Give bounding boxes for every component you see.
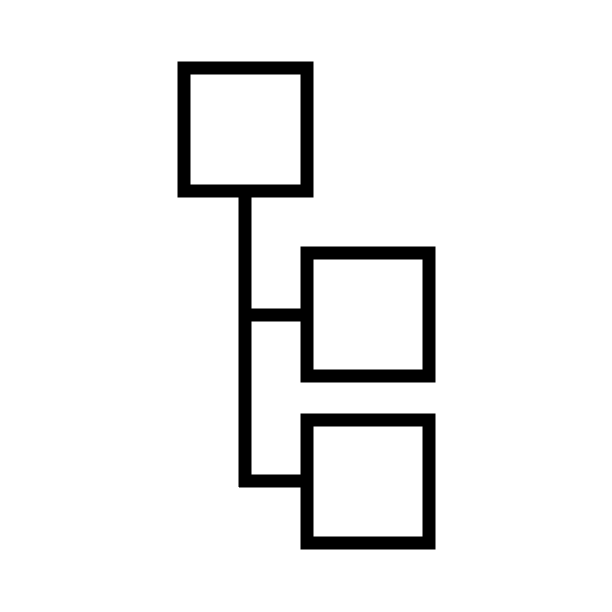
child-node-1-box [300, 246, 436, 383]
parent-node-box [177, 61, 314, 198]
child-node-2-box [300, 413, 436, 550]
